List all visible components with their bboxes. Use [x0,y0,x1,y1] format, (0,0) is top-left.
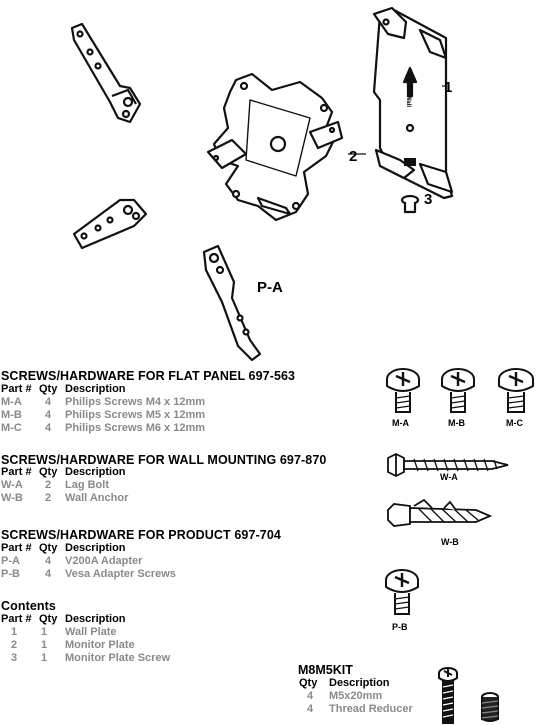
cell-description: M5x20mm [329,690,383,702]
cell-qty: 4 [45,555,52,567]
cell-qty: 1 [41,626,48,638]
col-qty: Qty [39,613,58,625]
cell-qty: 4 [45,422,52,434]
lag-bolt-w-a [387,452,509,478]
screw-m-c [498,368,534,413]
kit-title: M8M5KIT [298,663,353,677]
cell-part: M-C [1,422,22,434]
wall-plate [372,6,454,200]
callout-2: 2 [349,148,358,165]
monitor-plate-screw [400,194,420,214]
wall-mounting-title: SCREWS/HARDWARE FOR WALL MOUNTING 697-87… [1,453,327,467]
cell-description: V200A Adapter [65,555,143,567]
col-part: Part # [1,613,32,625]
cell-qty: 1 [41,652,48,664]
caption-m-c: M-C [506,418,523,428]
cell-qty: 4 [45,568,52,580]
cell-part: 1 [11,626,18,638]
callout-3: 3 [424,191,433,208]
caption-w-a: W-A [440,472,458,482]
col-qty: Qty [299,677,318,689]
col-description: Description [65,466,126,478]
col-part: Part # [1,383,32,395]
col-qty: Qty [39,466,58,478]
cell-description: Philips Screws M4 x 12mm [65,396,206,408]
flat-panel-title: SCREWS/HARDWARE FOR FLAT PANEL 697-563 [1,369,296,383]
cell-part: 3 [11,652,18,664]
callout-pa: P-A [257,279,283,296]
screw-m-b [441,368,475,413]
cell-qty: 2 [45,492,52,504]
adapter-arm-middle-left [72,198,148,250]
m5x20-bolt [438,667,458,724]
contents-title: Contents [1,599,56,613]
cell-qty: 4 [307,703,314,715]
thread-reducer [481,692,499,722]
caption-w-b: W-B [441,537,459,547]
col-part: Part # [1,542,32,554]
col-qty: Qty [39,383,58,395]
cell-description: Philips Screws M6 x 12mm [65,422,206,434]
adapter-arm-top-left [70,22,142,124]
cell-part: 2 [11,639,18,651]
caption-m-b: M-B [448,418,465,428]
cell-qty: 1 [41,639,48,651]
cell-part: P-B [1,568,20,580]
col-description: Description [329,677,390,689]
vesa-screw-illustration [385,569,419,615]
callout-1: 1 [444,79,453,96]
col-qty: Qty [39,542,58,554]
cell-qty: 4 [307,690,314,702]
cell-part: W-B [1,492,23,504]
monitor-plate [206,72,344,222]
col-description: Description [65,613,126,625]
cell-qty: 2 [45,479,52,491]
product-title: SCREWS/HARDWARE FOR PRODUCT 697-704 [1,528,281,542]
cell-qty: 4 [45,396,52,408]
cell-description: Vesa Adapter Screws [65,568,176,580]
cell-description: Lag Bolt [65,479,109,491]
exploded-assembly-diagram [70,6,454,362]
col-description: Description [65,383,126,395]
cell-description: Monitor Plate Screw [65,652,171,664]
screw-m-a [386,368,420,413]
cell-description: Thread Reducer [329,703,413,715]
col-part: Part # [1,466,32,478]
cell-part: W-A [1,479,23,491]
philips-screws-illustration [386,368,534,413]
plate-arrow-text: Wall [405,94,412,108]
wall-hardware-illustration [387,452,509,527]
caption-p-b: P-B [392,622,408,632]
cell-description: Wall Plate [65,626,117,638]
caption-m-a: M-A [392,418,409,428]
cell-part: M-B [1,409,22,421]
cell-description: Monitor Plate [65,639,135,651]
cell-qty: 4 [45,409,52,421]
kit-hardware-illustration [438,667,499,724]
wall-anchor-w-b [387,498,493,527]
cell-part: P-A [1,555,20,567]
cell-description: Philips Screws M5 x 12mm [65,409,206,421]
cell-part: M-A [1,396,22,408]
adapter-arm-bottom [202,244,262,362]
cell-description: Wall Anchor [65,492,129,504]
col-description: Description [65,542,126,554]
